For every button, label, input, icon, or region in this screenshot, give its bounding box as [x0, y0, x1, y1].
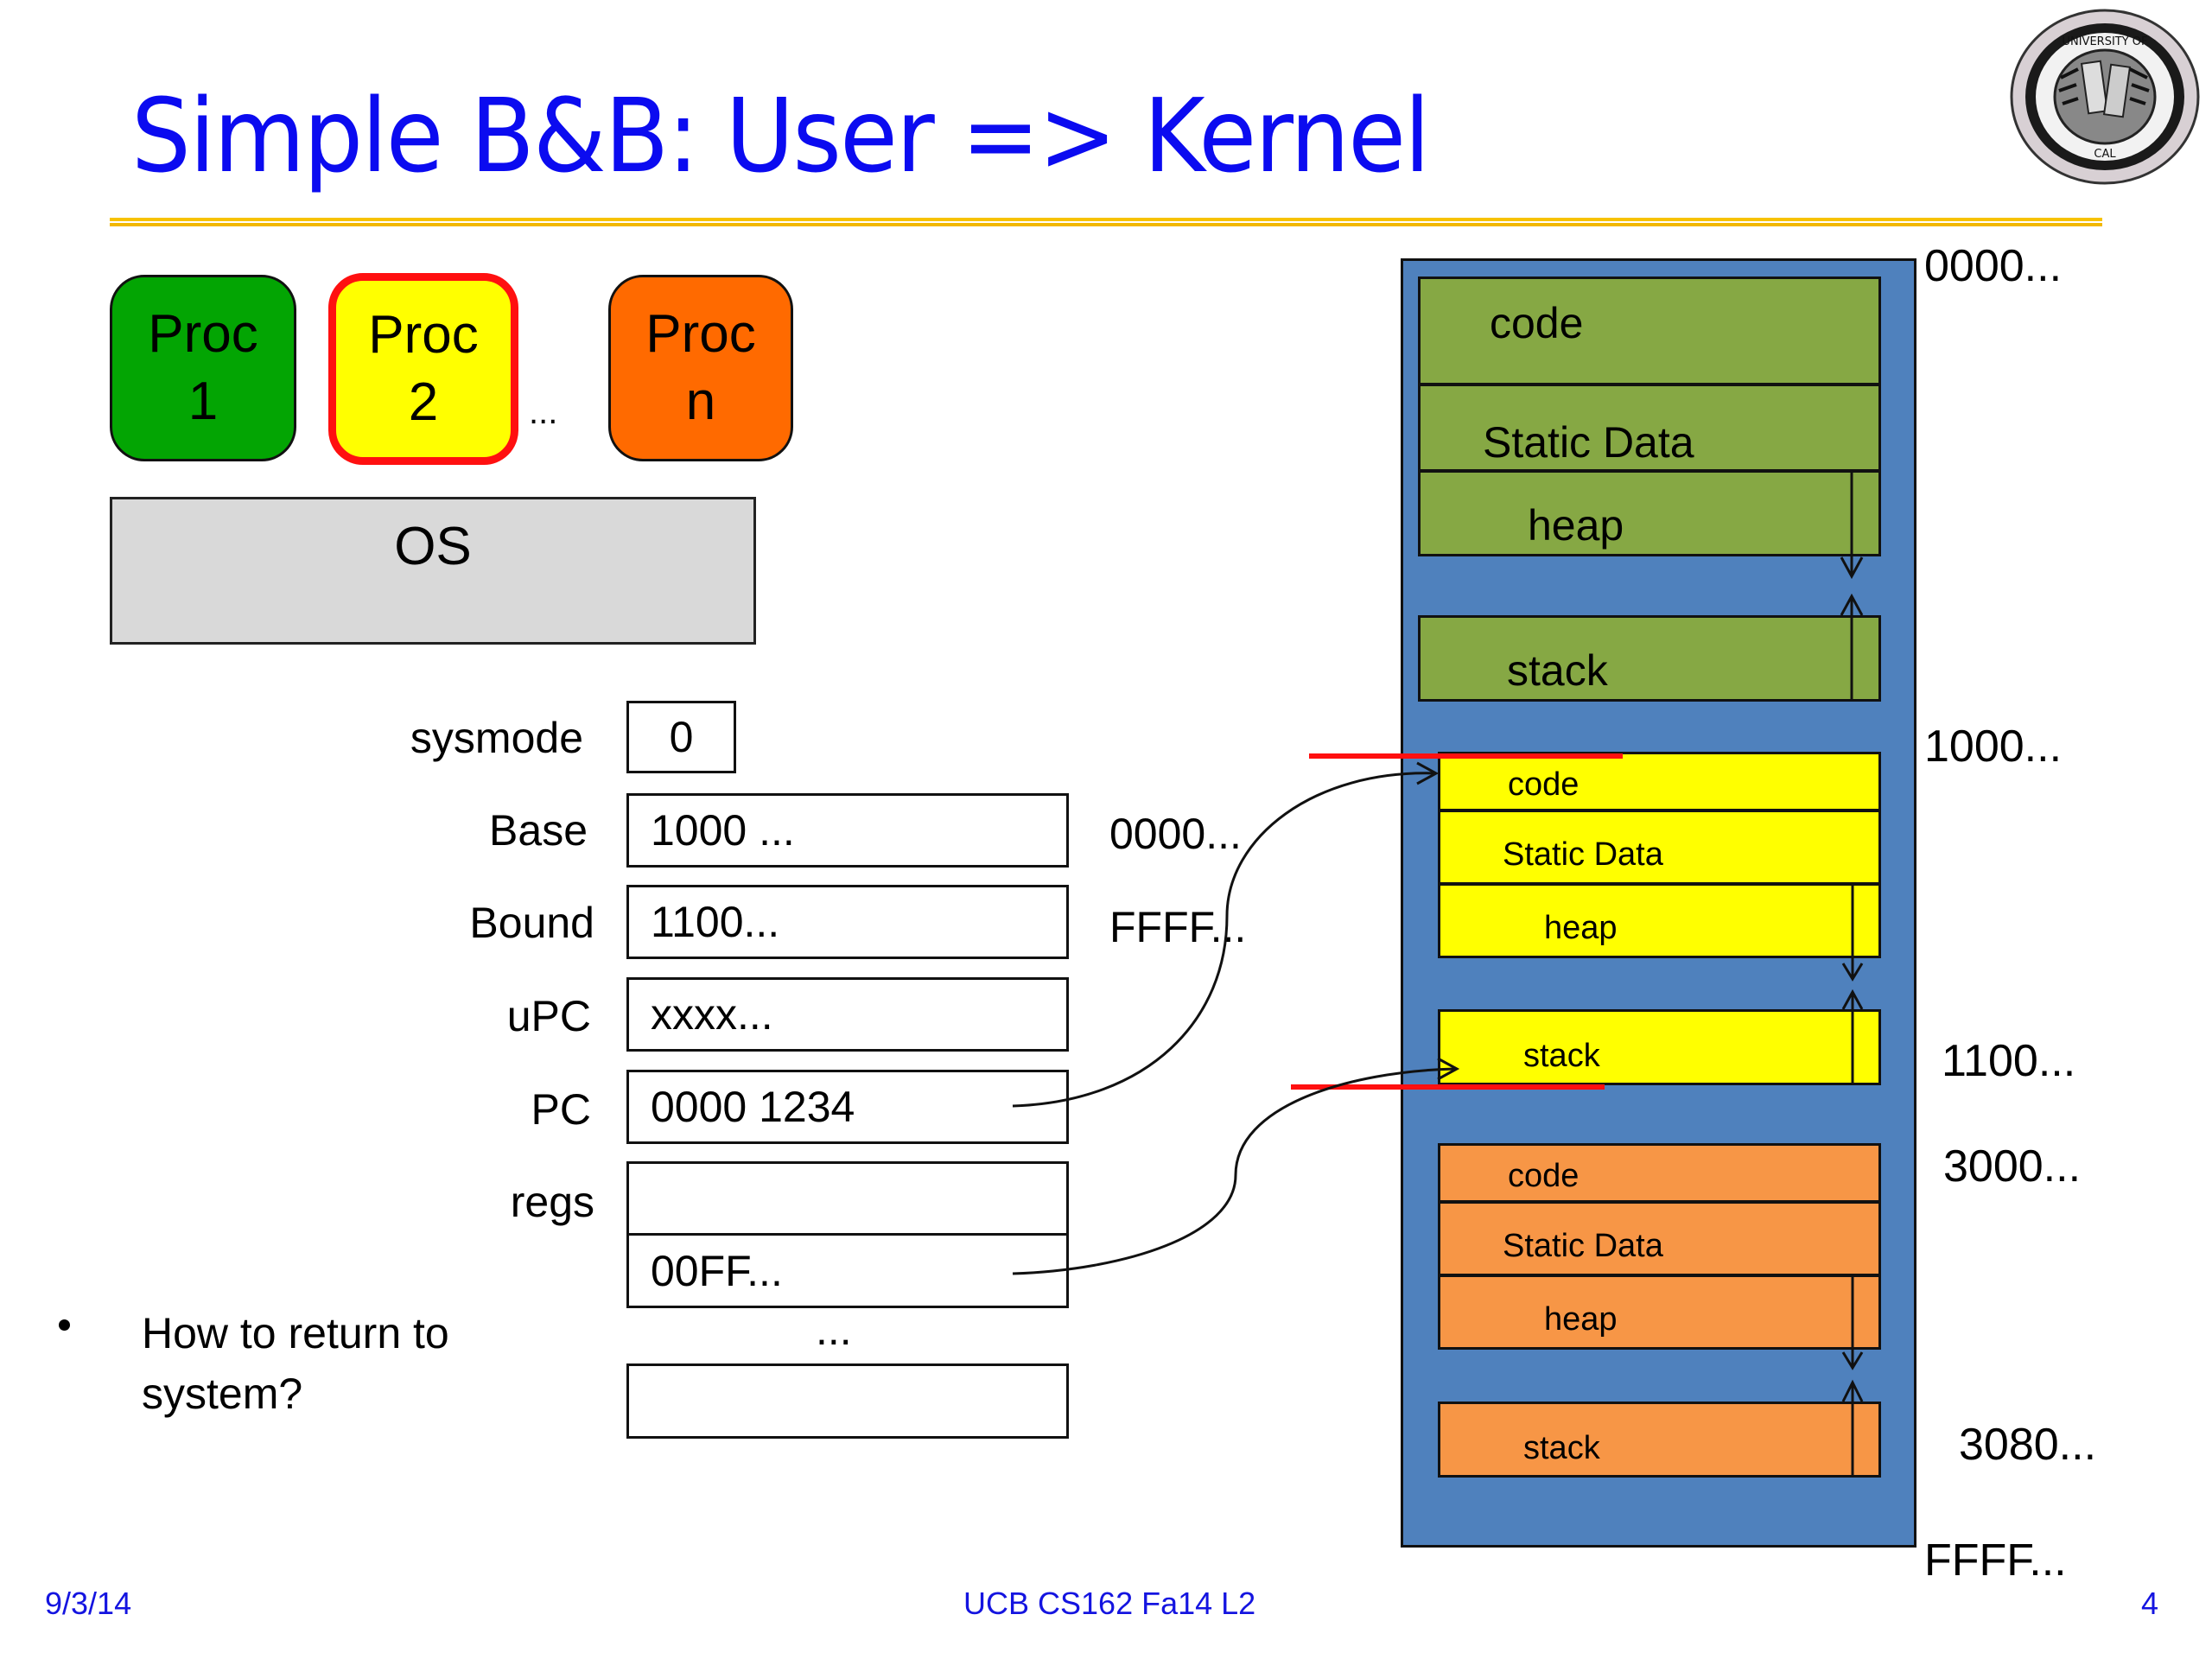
segment-label: stack: [1523, 1038, 1600, 1074]
segment-label: stack: [1523, 1430, 1600, 1466]
reg-slot-last: [626, 1363, 1069, 1439]
footer-course: UCB CS162 Fa14 L2: [963, 1586, 1256, 1621]
segment-label: heap: [1528, 501, 1624, 550]
kernel-heap-segment: heap: [1418, 470, 1881, 556]
segment-label: Static Data: [1503, 836, 1663, 873]
segment-label: heap: [1544, 910, 1618, 946]
process-2-name: Proc: [368, 305, 479, 365]
base-label: Base: [489, 806, 588, 855]
os-box: OS: [110, 497, 756, 645]
proc2-static-segment: Static Data: [1438, 810, 1881, 885]
slide-title: Simple B&B: User => Kernel: [131, 76, 1430, 195]
regs-ellipsis: ...: [816, 1306, 852, 1354]
proc2-stack-segment: stack: [1438, 1009, 1881, 1085]
segment-label: heap: [1544, 1301, 1618, 1338]
proc2-code-segment: code: [1438, 752, 1881, 811]
pc-label: PC: [531, 1085, 591, 1134]
segment-label: code: [1508, 766, 1580, 803]
upc-label: uPC: [506, 992, 591, 1040]
footer-date: 9/3/14: [45, 1586, 132, 1621]
svg-text:UNIVERSITY OF: UNIVERSITY OF: [2062, 35, 2147, 48]
segment-label: code: [1508, 1158, 1580, 1194]
base-register: 1000 ...: [626, 793, 1069, 868]
kernel-code-segment: code: [1418, 276, 1881, 385]
process-n-box: Proc n: [608, 275, 793, 461]
kernel-static-segment: Static Data: [1418, 384, 1881, 472]
kernel-stack-segment: stack: [1418, 615, 1881, 702]
address-label-3000: 3000...: [1943, 1141, 2082, 1192]
proc2-heap-segment: heap: [1438, 883, 1881, 958]
reg-slot-2: 00FF...: [626, 1233, 1069, 1308]
procn-stack-segment: stack: [1438, 1402, 1881, 1478]
segment-label: Static Data: [1503, 1228, 1663, 1264]
bullet-marker: [59, 1319, 70, 1331]
address-label-0000: 0000...: [1924, 241, 2063, 291]
regs-label: regs: [510, 1178, 594, 1226]
procn-heap-segment: heap: [1438, 1274, 1881, 1350]
pc-register: 0000 1234: [626, 1070, 1069, 1144]
reg-pointer-arrow: [1012, 1067, 1456, 1275]
procn-static-segment: Static Data: [1438, 1201, 1881, 1276]
address-label-1000: 1000...: [1924, 721, 2063, 772]
procn-code-segment: code: [1438, 1143, 1881, 1203]
bound-side-value: FFFF...: [1109, 903, 1247, 951]
footer-page-number: 4: [2141, 1586, 2159, 1621]
process-n-name: Proc: [645, 304, 756, 364]
process-ellipsis: ...: [529, 393, 558, 431]
base-side-value: 0000...: [1109, 810, 1242, 858]
address-label-3080: 3080...: [1959, 1420, 2097, 1470]
segment-label: code: [1490, 299, 1584, 347]
segment-label: Static Data: [1483, 418, 1694, 467]
bullet-question: How to return to system?: [142, 1309, 449, 1418]
process-1-id: 1: [188, 372, 219, 431]
address-label-1100: 1100...: [1942, 1036, 2076, 1086]
process-1-name: Proc: [148, 304, 258, 364]
process-2-box-active: Proc 2: [328, 273, 518, 465]
process-n-id: n: [685, 372, 716, 431]
reg-slot-1: [626, 1161, 1069, 1236]
title-rule-shadow: [110, 223, 2102, 226]
svg-text:CAL: CAL: [2094, 148, 2116, 161]
segment-label: stack: [1507, 646, 1608, 695]
process-2-id: 2: [408, 372, 439, 432]
title-rule: [110, 218, 2102, 221]
address-label-ffff: FFFF...: [1924, 1535, 2067, 1586]
process-1-box: Proc 1: [110, 275, 296, 461]
bound-label: Bound: [469, 899, 594, 947]
sysmode-register: 0: [626, 701, 736, 773]
bound-register: 1100...: [626, 885, 1069, 959]
sysmode-label: sysmode: [410, 714, 583, 762]
upc-register: xxxx...: [626, 977, 1069, 1052]
uc-seal-icon: UNIVERSITY OF CAL: [2009, 9, 2201, 186]
